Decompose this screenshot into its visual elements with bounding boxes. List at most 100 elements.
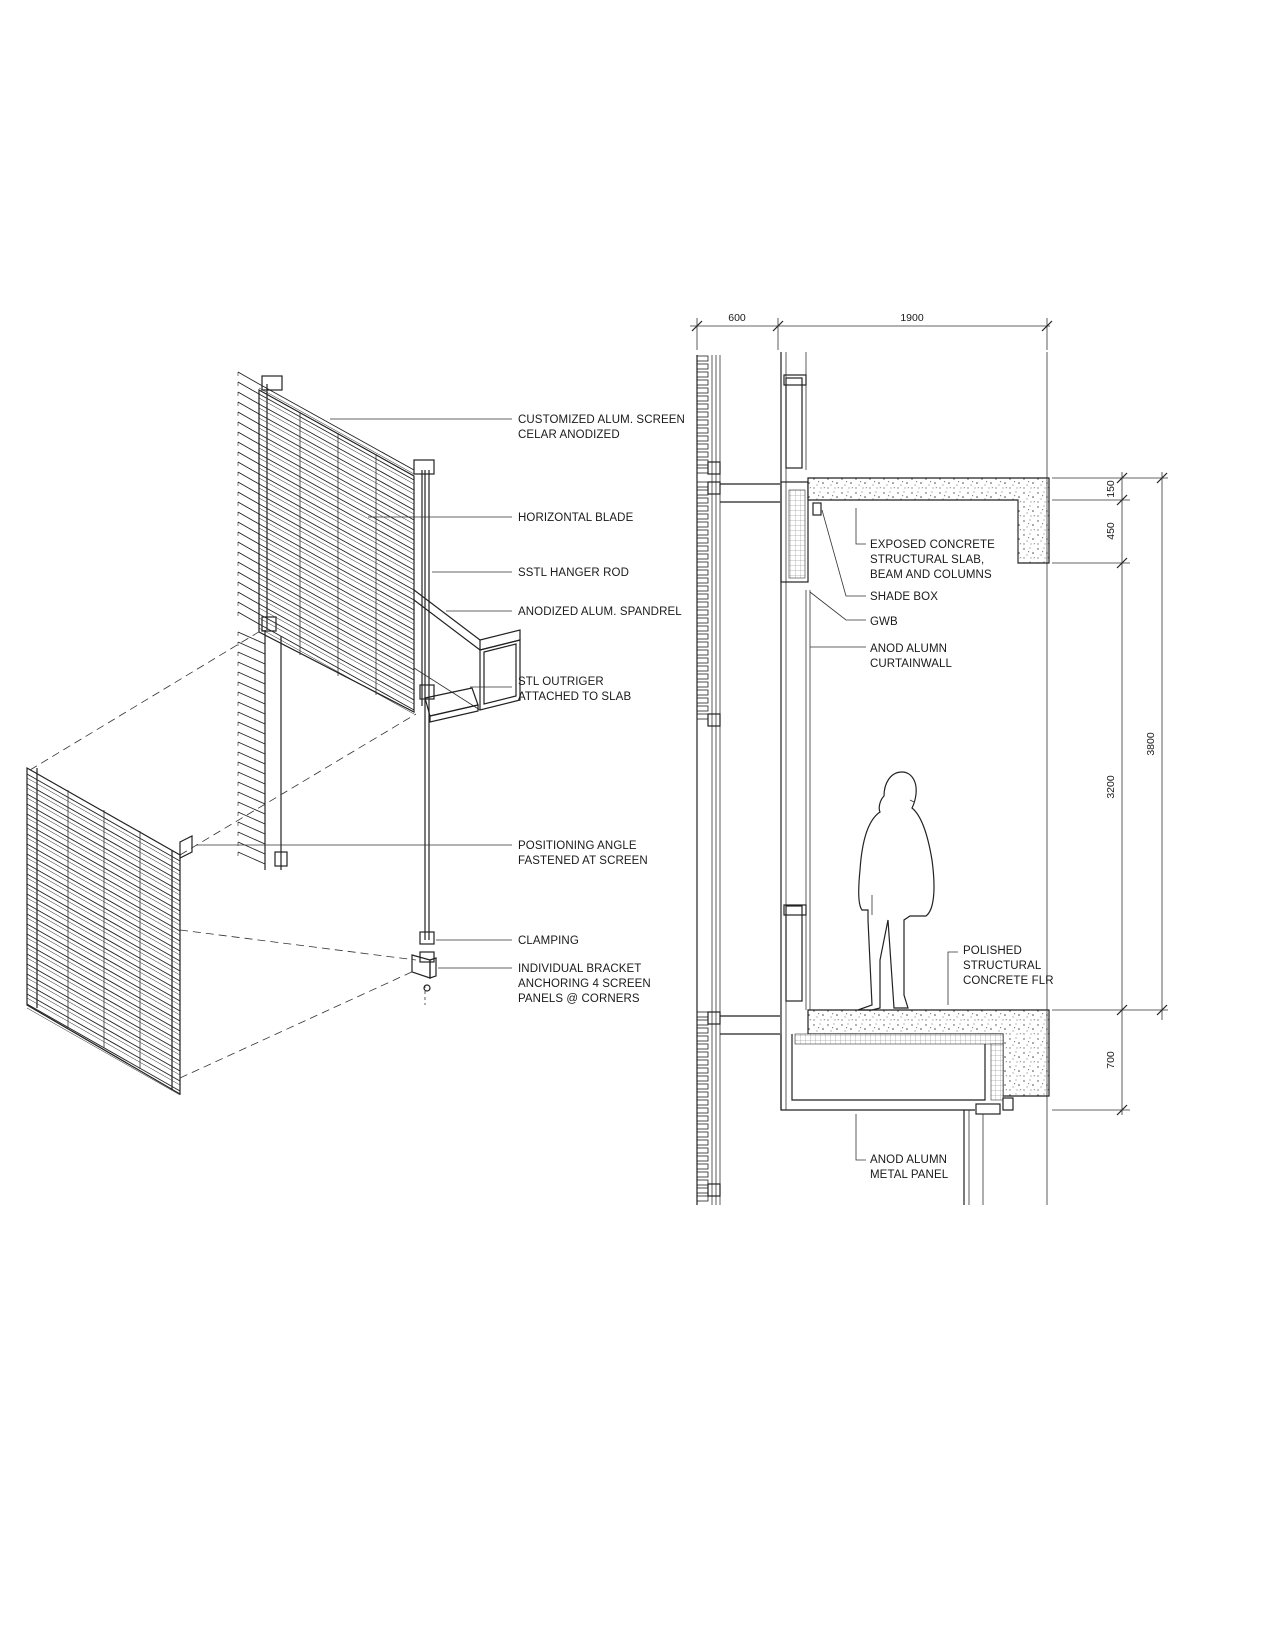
lower-rear-screen-panel <box>237 630 288 870</box>
screen-blade <box>26 807 181 896</box>
section-blade <box>696 435 709 442</box>
curtainwall <box>780 352 822 1110</box>
screen-blade <box>258 433 415 521</box>
screen-blade <box>26 867 181 956</box>
screen-blade <box>26 903 181 992</box>
section-blade <box>696 481 709 488</box>
right-dimensions: 150 450 3200 3800 700 <box>1052 472 1168 1116</box>
screen-blade <box>258 397 415 485</box>
section-blade <box>696 689 709 696</box>
positioning-angle <box>179 835 193 859</box>
screen-blade <box>237 601 260 615</box>
axon-label-bracket: INDIVIDUAL BRACKET ANCHORING 4 SCREEN PA… <box>518 963 654 1005</box>
screen-blade <box>26 997 181 1086</box>
screen-blade <box>258 577 415 665</box>
screen-blade <box>26 933 181 1022</box>
screen-blade <box>258 387 415 475</box>
top-dimensions: 600 1900 <box>690 312 1053 350</box>
section-blade <box>696 379 709 386</box>
screen-blade <box>26 813 181 902</box>
screen-blade <box>258 393 415 481</box>
screen-blade <box>258 407 415 495</box>
section-blade <box>696 1179 709 1186</box>
screen-blade <box>258 427 415 515</box>
screen-blade <box>237 831 266 845</box>
sstl-hanger-rod <box>419 470 435 945</box>
screen-blade <box>237 451 260 465</box>
screen-blade <box>237 821 266 835</box>
screen-blade <box>26 827 181 916</box>
screen-blade <box>237 611 260 625</box>
section-blade <box>696 1115 709 1122</box>
screen-blade <box>26 777 181 866</box>
clamp-and-bracket <box>411 951 437 992</box>
section-blade <box>696 1099 709 1106</box>
screen-blade <box>26 993 181 1082</box>
screen-blade <box>26 857 181 946</box>
screen-blade <box>258 437 415 525</box>
screen-blade <box>26 853 181 942</box>
section-blade <box>696 497 709 504</box>
screen-blade <box>237 661 266 675</box>
screen-blade <box>26 917 181 1006</box>
screen-blade <box>258 497 415 585</box>
screen-blade <box>258 587 415 675</box>
section-blade <box>696 1027 709 1034</box>
screen-blade <box>258 403 415 491</box>
screen-blade <box>26 887 181 976</box>
axon-label-positioning-angle: POSITIONING ANGLE FASTENED AT SCREEN <box>518 840 648 867</box>
upper-screen-panel <box>237 371 435 715</box>
section-blade <box>696 529 709 536</box>
screen-blade <box>26 947 181 1036</box>
screen-blade <box>258 517 415 605</box>
screen-blade <box>237 801 266 815</box>
steel-outrigger <box>419 684 479 723</box>
screen-blade <box>237 431 260 445</box>
screen-blade <box>258 413 415 501</box>
screen-blade <box>258 593 415 681</box>
screen-blade <box>26 907 181 996</box>
screen-blade <box>26 883 181 972</box>
section-blade <box>696 371 709 378</box>
section-blade <box>696 387 709 394</box>
screen-blade <box>26 797 181 886</box>
screen-blade <box>26 893 181 982</box>
screen-blade <box>26 863 181 952</box>
section-blade <box>696 459 709 466</box>
screen-blade <box>237 381 260 395</box>
screen-blade <box>237 561 260 575</box>
screen-blade <box>258 603 415 691</box>
section-blade <box>696 625 709 632</box>
dim-600: 600 <box>728 312 746 324</box>
screen-blade <box>26 877 181 966</box>
screen-blade <box>258 473 415 561</box>
explode-dashed-lines <box>29 629 426 1079</box>
screen-blade <box>258 617 415 705</box>
section-blade <box>696 1019 709 1026</box>
section-blade <box>696 505 709 512</box>
screen-blade <box>237 571 260 585</box>
dim-150: 150 <box>1105 480 1117 498</box>
screen-blade <box>237 521 260 535</box>
section-blade <box>696 1051 709 1058</box>
screen-blade <box>237 471 260 485</box>
section-blade <box>696 1147 709 1154</box>
screen-blade <box>26 953 181 1042</box>
section-blade <box>696 1123 709 1130</box>
screen-blade <box>237 541 260 555</box>
section-blade <box>696 419 709 426</box>
screen-blade <box>258 597 415 685</box>
screen-blade <box>237 481 260 495</box>
screen-blade <box>258 573 415 661</box>
screen-blade <box>258 487 415 575</box>
screen-blade <box>237 531 260 545</box>
section-screen-blades <box>696 355 780 1205</box>
section-label-shade-box: SHADE BOX <box>870 591 938 603</box>
section-blade <box>696 569 709 576</box>
dim-450: 450 <box>1105 522 1117 540</box>
screen-blade <box>237 441 260 455</box>
section-blade <box>696 443 709 450</box>
section-blade <box>696 1139 709 1146</box>
screen-blade <box>258 537 415 625</box>
section-blade <box>696 1059 709 1066</box>
